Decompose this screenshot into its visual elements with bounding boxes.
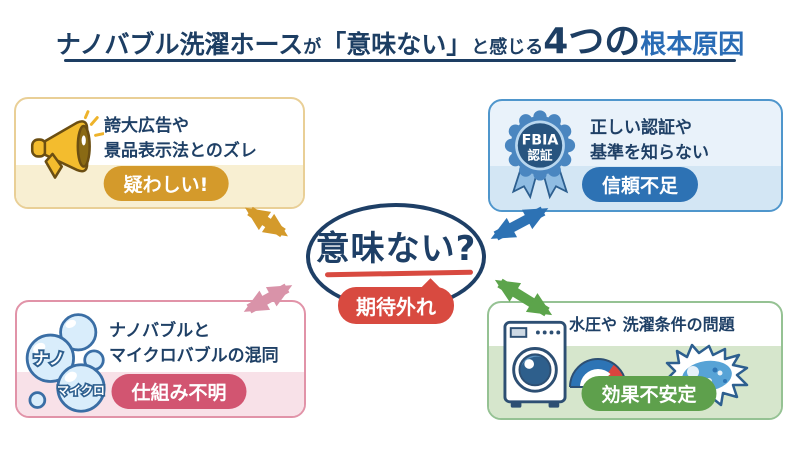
center-question-bubble: 意味ない? 期待外れ	[306, 203, 486, 324]
certification-icon-text: FBIA	[522, 133, 559, 149]
cause-line: 誇大広告や	[104, 116, 189, 136]
title-segment: が	[303, 37, 322, 58]
cause-text-block: 誇大広告や 景品表示法とのズレ	[104, 114, 257, 163]
title-segment-accent: 根本原因	[640, 30, 745, 60]
cause-badge: 信頼不足	[581, 167, 699, 202]
cause-card-exaggerated-ads: 誇大広告や 景品表示法とのズレ 疑わしい!	[14, 97, 305, 209]
cause-card-bubble-confusion: ナノ マイクロ ナノバブルと マイクロバブルの混同 仕組み不明	[15, 300, 306, 418]
cause-line: 基準を知らない	[590, 142, 709, 163]
page-title: ナノバブル洗濯ホース が 「意味ない」 と感じる 4つの 根本原因	[0, 12, 800, 64]
certification-badge-icon: FBIA 認証	[504, 110, 576, 200]
certification-icon-text: 認証	[528, 148, 553, 163]
bubbles-icon: ナノ マイクロ	[25, 313, 107, 413]
cause-text-block: 水圧や 洗濯条件の問題	[569, 313, 735, 336]
center-question-text: 意味ない?	[315, 229, 477, 269]
arrow-certification-icon	[490, 206, 549, 241]
cause-line: マイクロバブルの混同	[109, 345, 279, 366]
cause-card-certification: FBIA 認証 正しい認証や 基準を知らない 信頼不足	[488, 99, 783, 212]
cause-line: 水圧や 洗濯条件の問題	[569, 315, 735, 334]
megaphone-icon	[30, 110, 104, 179]
arrow-ads-icon	[245, 206, 288, 238]
cause-line: ナノバブルと	[109, 321, 211, 341]
cause-badge: 疑わしい!	[103, 166, 229, 201]
cause-card-washing-conditions: 水圧や 洗濯条件の問題 効果不安定	[487, 301, 783, 420]
washing-machine-icon	[503, 320, 567, 408]
title-underline	[64, 59, 736, 62]
cause-text-block: 正しい認証や 基準を知らない	[590, 116, 709, 165]
center-result-badge: 期待外れ	[338, 287, 454, 324]
cause-badge: 仕組み不明	[111, 374, 247, 409]
title-segment: と感じる	[471, 37, 544, 58]
title-segment: ナノバブル洗濯ホース	[55, 30, 304, 59]
title-segment: 「意味ない」	[321, 30, 472, 59]
bubble-label-nano: ナノ	[33, 349, 66, 368]
cause-line: 景品表示法とのズレ	[104, 140, 257, 161]
title-segment: 4つの	[543, 21, 641, 62]
bubble-label-micro: マイクロ	[57, 384, 105, 398]
cause-text-block: ナノバブルと マイクロバブルの混同	[109, 319, 279, 368]
red-underline	[324, 269, 474, 278]
cause-badge: 効果不安定	[581, 376, 717, 411]
cause-line: 正しい認証や	[590, 118, 692, 138]
